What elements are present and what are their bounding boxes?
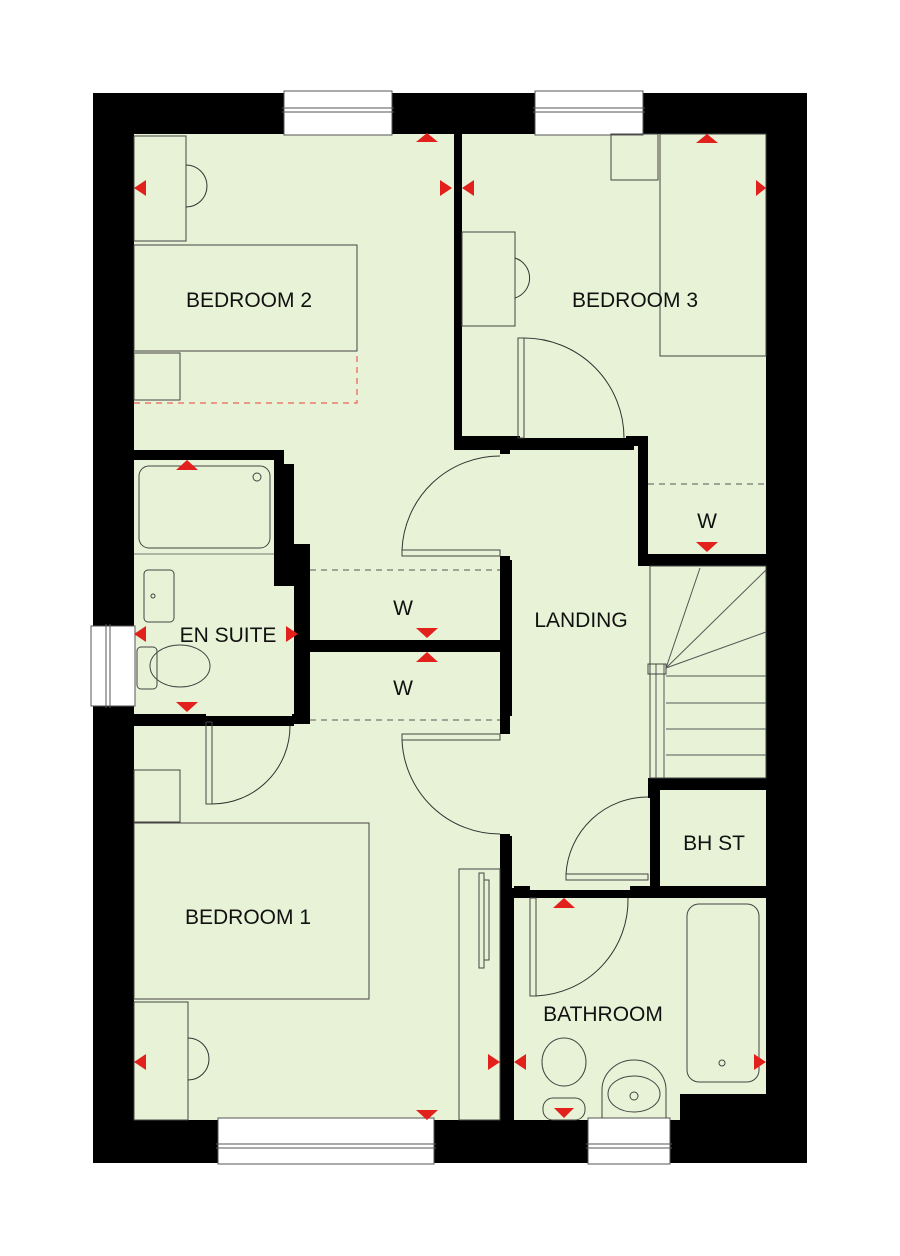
bath	[686, 903, 760, 1083]
label-bedroom-3: BEDROOM 3	[572, 289, 698, 312]
furniture	[133, 133, 767, 1121]
basin	[601, 1059, 667, 1118]
door-swing	[523, 337, 625, 439]
toilet-cistern	[136, 646, 158, 690]
measurement-markers	[134, 133, 766, 1120]
bedside-table	[133, 135, 187, 242]
desk	[461, 231, 516, 327]
windows	[90, 90, 672, 1165]
wardrobe	[458, 868, 501, 1121]
desk	[133, 1001, 189, 1121]
interior-walls	[134, 134, 766, 1120]
bed	[133, 822, 370, 1000]
bedside-table	[133, 352, 181, 401]
bed	[659, 133, 767, 357]
label-wardrobe-lower: W	[393, 677, 413, 700]
window-bedroom2	[283, 90, 393, 136]
window-bathroom	[587, 1117, 671, 1165]
label-wardrobe-upper: W	[393, 597, 413, 620]
basin	[143, 569, 175, 623]
door-swing-bedroom2	[401, 455, 501, 551]
toilet-bowl	[149, 644, 211, 688]
label-en-suite: EN SUITE	[180, 624, 277, 647]
window-en-suite	[90, 625, 136, 707]
bed	[133, 244, 358, 352]
door-swing	[211, 725, 291, 805]
lamp-icon	[185, 164, 208, 208]
label-wardrobe-bedroom-3: W	[697, 510, 717, 533]
toilet-cistern	[542, 1097, 586, 1121]
door-swing-bh-st	[565, 796, 649, 875]
bedside-table	[610, 133, 659, 181]
lamp-icon	[187, 1037, 210, 1081]
staircase	[649, 565, 767, 779]
label-bedroom-2: BEDROOM 2	[186, 289, 312, 312]
label-landing: LANDING	[534, 609, 627, 632]
door-swing-bedroom1	[401, 739, 501, 835]
room-labels: BEDROOM 2 BEDROOM 3 W EN SUITE W W LANDI…	[180, 289, 746, 1026]
door-swing-bathroom	[535, 897, 629, 997]
window-bedroom3	[534, 90, 644, 136]
floor-areas	[134, 134, 766, 1120]
label-bathroom: BATHROOM	[543, 1003, 663, 1026]
window-bedroom1	[217, 1117, 435, 1165]
shower-tray	[138, 465, 271, 549]
label-bh-st: BH ST	[683, 832, 745, 855]
label-bedroom-1: BEDROOM 1	[185, 906, 311, 929]
door-leaf	[517, 337, 525, 439]
bedside-table	[133, 769, 181, 823]
lamp-icon	[514, 257, 531, 299]
toilet-bowl	[541, 1037, 587, 1087]
